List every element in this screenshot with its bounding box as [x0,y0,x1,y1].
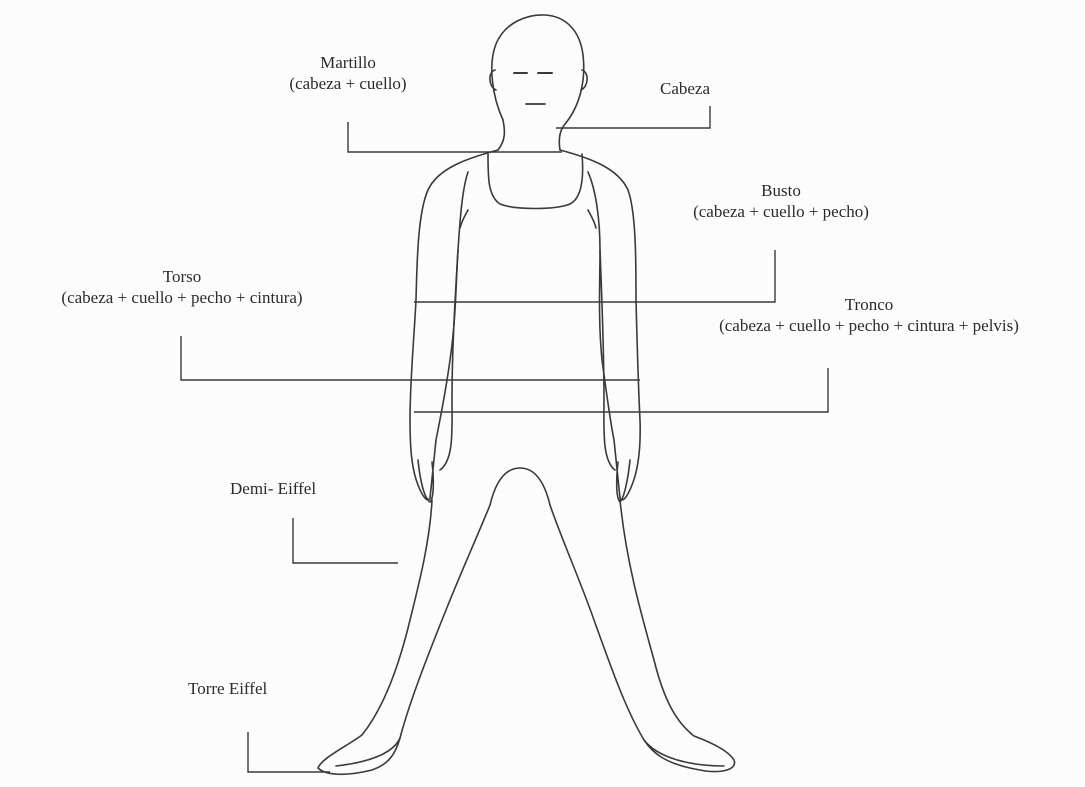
left-foot-detail [336,738,400,766]
busto-detail: (cabeza + cuello + pecho) [646,201,916,222]
tronco-leader [414,368,828,412]
torso-detail: (cabeza + cuello + pecho + cintura) [4,287,360,308]
torre-eiffel-leader [248,732,330,772]
demi-eiffel-leader [293,518,398,563]
tank-top-neckline [488,154,583,209]
tronco-name: Tronco [656,294,1082,315]
martillo-detail: (cabeza + cuello) [248,73,448,94]
head-outline [492,15,584,150]
torso-left-side [440,250,458,470]
neck-left [498,120,504,150]
crotch [490,468,550,505]
torso-leader [181,336,640,380]
martillo-name: Martillo [248,52,448,73]
martillo-label: Martillo (cabeza + cuello) [248,52,448,94]
torre-eiffel-name: Torre Eiffel [188,679,267,698]
busto-name: Busto [646,180,916,201]
busto-label: Busto (cabeza + cuello + pecho) [646,180,916,222]
demi-eiffel-name: Demi- Eiffel [230,479,316,498]
torso-label: Torso (cabeza + cuello + pecho + cintura… [4,266,360,308]
right-leg-outer [550,500,735,772]
left-leg-outer [318,500,490,774]
tronco-label: Tronco (cabeza + cuello + pecho + cintur… [656,294,1082,336]
cabeza-label: Cabeza [640,78,730,99]
right-armhole [588,210,596,228]
cabeza-leader [556,106,710,128]
martillo-leader [348,122,562,152]
cabeza-name: Cabeza [660,79,710,98]
torre-eiffel-label: Torre Eiffel [188,678,267,699]
demi-eiffel-label: Demi- Eiffel [230,478,316,499]
tronco-detail: (cabeza + cuello + pecho + cintura + pel… [656,315,1082,336]
torso-name: Torso [4,266,360,287]
